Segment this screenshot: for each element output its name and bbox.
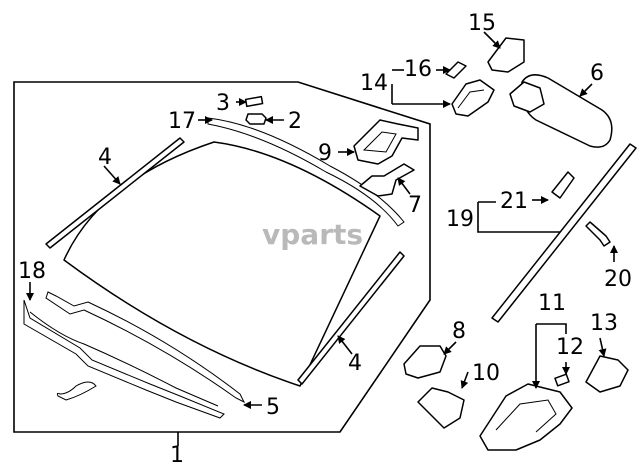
callout-12: 12 xyxy=(556,335,584,360)
callout-7: 7 xyxy=(408,193,422,218)
callout-14: 14 xyxy=(360,71,388,96)
callout-10: 10 xyxy=(472,361,500,386)
rear-view-mirror-mount xyxy=(509,81,545,113)
part-3-clip xyxy=(244,95,264,108)
part-8-bracket xyxy=(403,345,447,379)
callout-8: 8 xyxy=(452,319,466,344)
part-14-sensor xyxy=(451,79,495,117)
part-12-clip xyxy=(554,373,570,387)
callout-4a: 4 xyxy=(98,145,112,170)
callout-5: 5 xyxy=(266,395,280,420)
leader-7 xyxy=(397,177,411,195)
leader-15 xyxy=(483,31,501,49)
clip-part xyxy=(56,381,97,401)
callout-2: 2 xyxy=(288,109,302,134)
leader-10 xyxy=(460,371,469,389)
callout-9: 9 xyxy=(318,141,332,166)
cowl-seal-inner xyxy=(29,311,219,407)
side-molding-right xyxy=(297,251,405,385)
callout-13: 13 xyxy=(590,311,618,336)
callout-16: 16 xyxy=(404,57,432,82)
callout-1: 1 xyxy=(170,443,184,468)
leader-6 xyxy=(579,83,593,97)
cowl-seal xyxy=(23,299,225,419)
callout-17: 17 xyxy=(168,109,196,134)
part-2-clip xyxy=(245,113,267,125)
part-14-detail xyxy=(457,89,485,109)
callout-19: 19 xyxy=(446,207,474,232)
part-11-cover xyxy=(479,383,573,451)
callout-20: 20 xyxy=(604,267,632,292)
leader-4b xyxy=(337,335,353,355)
leader-11b xyxy=(536,323,567,334)
callout-15: 15 xyxy=(468,11,496,36)
leader-4a xyxy=(103,165,121,185)
part-20-screw xyxy=(585,221,611,247)
callout-3: 3 xyxy=(216,91,230,116)
leader-8 xyxy=(443,341,457,355)
part-9-detail xyxy=(362,131,397,153)
part-13-cover xyxy=(585,355,629,393)
rear-view-mirror xyxy=(521,74,613,148)
callout-18: 18 xyxy=(18,259,46,284)
part-7-bracket xyxy=(359,163,415,197)
callout-11: 11 xyxy=(538,291,566,316)
callout-21: 21 xyxy=(500,189,528,214)
part-9-bracket xyxy=(353,119,419,165)
watermark-text: vparts xyxy=(262,218,363,251)
callout-6: 6 xyxy=(590,61,604,86)
side-molding-left xyxy=(45,137,185,249)
leader-13 xyxy=(598,337,607,357)
part-15-cover xyxy=(487,37,525,73)
part-19-molding xyxy=(491,143,637,323)
part-11-detail xyxy=(495,399,557,433)
part-21-clip xyxy=(551,171,575,199)
leader-19 xyxy=(477,202,560,233)
part-16-pad xyxy=(445,61,467,79)
windshield-top-molding xyxy=(207,117,405,227)
assembly-outline xyxy=(13,81,431,433)
windshield-glass xyxy=(63,141,381,387)
callout-4b: 4 xyxy=(348,351,362,376)
part-10-bracket xyxy=(417,387,465,429)
